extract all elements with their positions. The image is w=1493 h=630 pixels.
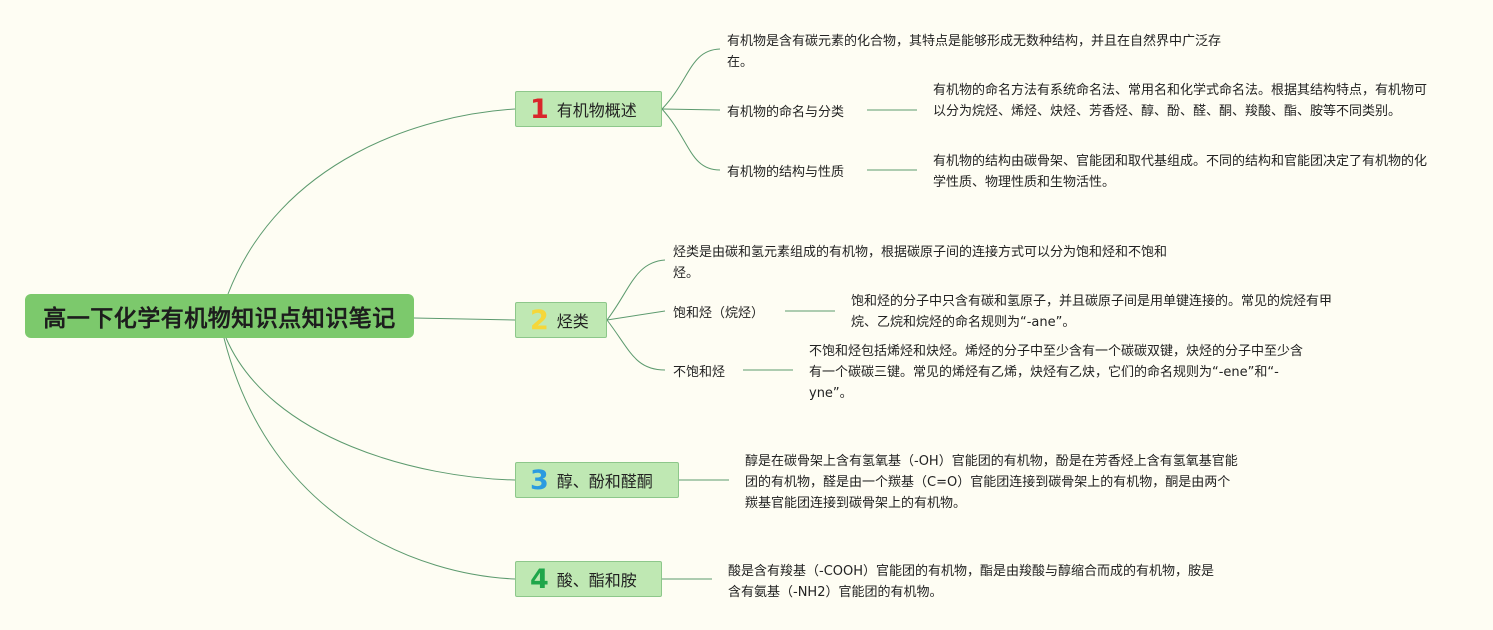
number-3-badge: 3 <box>530 464 549 496</box>
link-root-topic-4 <box>223 337 516 580</box>
topic-3-title: 醇、酚和醛酮 <box>556 472 653 491</box>
number-1-badge: 1 <box>530 93 549 125</box>
topic-4[interactable]: 4 酸、酯和胺 <box>515 561 662 597</box>
number-2-badge: 2 <box>530 304 549 336</box>
link-t2-item1 <box>606 310 666 321</box>
topic-2-item-1-label[interactable]: 饱和烃（烷烃） <box>673 306 765 321</box>
topic-2-item-2-detail: 不饱和烃包括烯烃和炔烃。烯烃的分子中至少含有一个碳碳双键，炔烃的分子中至少含有一… <box>809 344 1304 401</box>
link-t2-intro <box>606 259 666 321</box>
link-root-topic-3 <box>225 337 516 481</box>
link-t1-item1 <box>661 108 721 111</box>
topic-3[interactable]: 3 醇、酚和醛酮 <box>515 462 679 498</box>
topic-1-item-1-detail: 有机物的命名方法有系统命名法、常用名和化学式命名法。根据其结构特点，有机物可以分… <box>933 83 1428 119</box>
topic-2-intro: 烃类是由碳和氢元素组成的有机物，根据碳原子间的连接方式可以分为饱和烃和不饱和烃。 <box>673 245 1168 281</box>
root-topic[interactable]: 高一下化学有机物知识点知识笔记 <box>25 294 414 338</box>
link-t1-intro <box>661 48 721 110</box>
topic-1-item-2-label[interactable]: 有机物的结构与性质 <box>727 165 845 180</box>
topic-3-detail: 醇是在碳骨架上含有氢氧基（-OH）官能团的有机物，酚是在芳香烃上含有氢氧基官能团… <box>745 454 1238 511</box>
topic-2[interactable]: 2 烃类 <box>515 302 607 338</box>
link-root-topic-2 <box>413 317 516 321</box>
topic-1-title: 有机物概述 <box>556 101 637 120</box>
topic-1-intro: 有机物是含有碳元素的化合物，其特点是能够形成无数种结构，并且在自然界中广泛存在。 <box>727 34 1222 70</box>
link-t1-item2 <box>661 108 721 171</box>
topic-1-item-2-detail: 有机物的结构由碳骨架、官能团和取代基组成。不同的结构和官能团决定了有机物的化学性… <box>933 154 1428 190</box>
number-4-badge: 4 <box>530 563 549 595</box>
topic-4-detail: 酸是含有羧基（-COOH）官能团的有机物，酯是由羧酸与醇缩合而成的有机物，胺是含… <box>728 564 1215 600</box>
topic-2-item-1-detail: 饱和烃的分子中只含有碳和氢原子，并且碳原子间是用单键连接的。常见的烷烃有甲烷、乙… <box>851 294 1333 330</box>
link-t2-item2 <box>606 319 666 371</box>
topic-2-title: 烃类 <box>556 312 589 331</box>
topic-2-item-2-label[interactable]: 不饱和烃 <box>673 365 726 380</box>
topic-1[interactable]: 1 有机物概述 <box>515 91 662 127</box>
topic-4-title: 酸、酯和胺 <box>556 571 637 590</box>
link-root-topic-1 <box>227 108 516 295</box>
topic-1-item-1-label[interactable]: 有机物的命名与分类 <box>727 105 845 120</box>
